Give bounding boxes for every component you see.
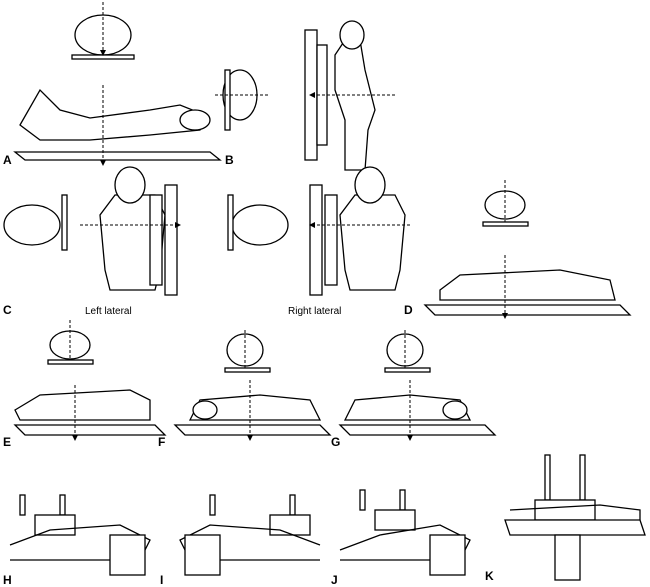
label-a: A [3, 153, 12, 167]
label-i: I [160, 573, 163, 587]
caption-left-lateral: Left lateral [85, 306, 132, 317]
panel-h-i-j-k [9, 454, 646, 581]
label-f: F [158, 435, 165, 449]
label-d: D [404, 303, 413, 317]
panel-e-f-g [13, 320, 497, 441]
label-k: K [485, 569, 494, 583]
panel-b-standing [215, 20, 395, 171]
label-c: C [3, 303, 12, 317]
label-e: E [3, 435, 11, 449]
label-h: H [3, 573, 12, 587]
caption-right-lateral: Right lateral [288, 306, 341, 317]
label-g: G [331, 435, 340, 449]
panel-a-supine [13, 2, 222, 166]
label-b: B [225, 153, 234, 167]
panel-d-lateral-recumbent [423, 180, 632, 319]
panel-c-frontal [3, 166, 410, 296]
label-j: J [331, 573, 338, 587]
